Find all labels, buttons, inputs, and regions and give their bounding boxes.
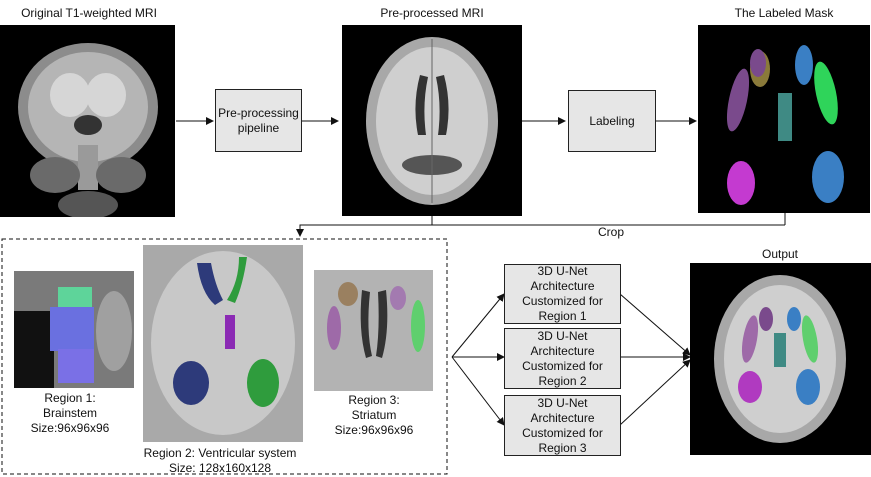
labeled-mask-title: The Labeled Mask bbox=[734, 6, 834, 20]
output-title: Output bbox=[761, 247, 799, 261]
preprocessing-pipeline-box: Pre-processing pipeline bbox=[215, 89, 302, 152]
region-2-caption: Region 2: Ventricular system Size: 128x1… bbox=[143, 446, 297, 475]
arrow-to-unet-3 bbox=[451, 356, 505, 426]
region-1-caption: Region 1: Brainstem Size:96x96x96 bbox=[30, 391, 110, 435]
original-mri-title: Original T1-weighted MRI bbox=[21, 6, 157, 20]
unet-box-region-3: 3D U-Net Architecture Customized for Reg… bbox=[504, 395, 621, 456]
region-2-image bbox=[143, 245, 303, 442]
original-mri-image bbox=[0, 25, 175, 217]
output-image bbox=[690, 263, 871, 455]
labeled-mask-image bbox=[698, 25, 870, 213]
crop-connector bbox=[300, 213, 786, 236]
unet-box-region-1: 3D U-Net Architecture Customized for Reg… bbox=[504, 264, 621, 324]
arrow-to-unet-1 bbox=[451, 293, 505, 358]
region-3-image bbox=[314, 270, 433, 391]
crop-frame bbox=[1, 238, 448, 475]
preprocessed-mri-title: Pre-processed MRI bbox=[380, 6, 484, 20]
preprocessed-mri-image bbox=[342, 25, 522, 216]
arrow-unet-3-to-output bbox=[619, 359, 691, 426]
arrow-unet-1-to-output bbox=[619, 293, 691, 356]
labeling-box: Labeling bbox=[568, 90, 656, 152]
unet-box-region-2: 3D U-Net Architecture Customized for Reg… bbox=[504, 328, 621, 389]
region-1-image bbox=[14, 271, 134, 388]
region-3-caption: Region 3: Striatum Size:96x96x96 bbox=[334, 393, 414, 437]
crop-label: Crop bbox=[597, 225, 624, 239]
